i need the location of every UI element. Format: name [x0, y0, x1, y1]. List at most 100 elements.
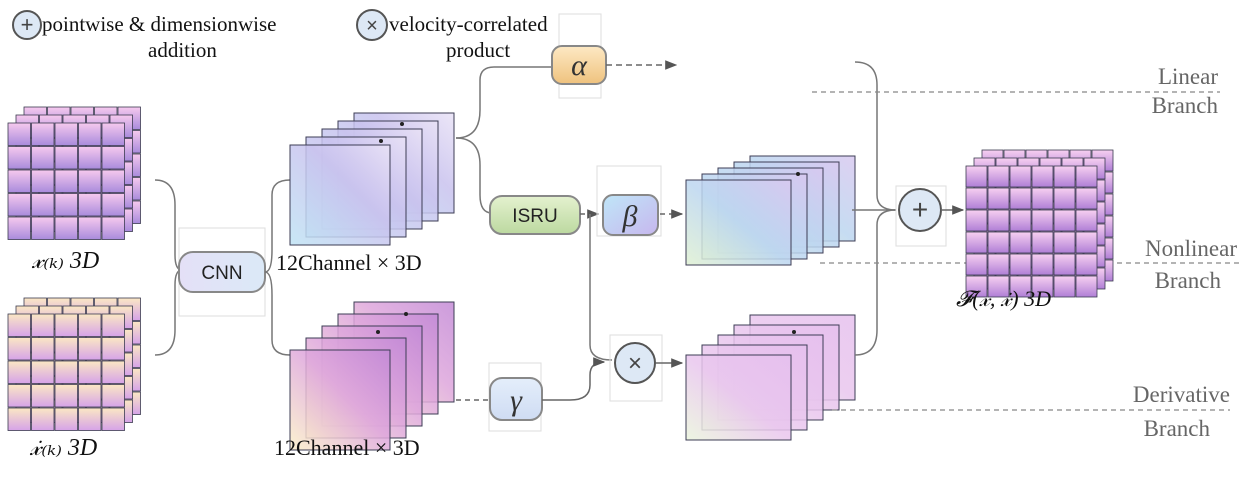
feature-maps-top-marker	[379, 139, 383, 143]
input-x-cell	[101, 193, 125, 217]
input-x-cell	[31, 216, 55, 240]
output-cell	[1075, 231, 1098, 254]
output-cell	[1053, 231, 1076, 254]
input-x-cell	[7, 146, 31, 170]
input-xdot-cell	[54, 337, 78, 361]
output-cell	[1075, 253, 1098, 276]
product-legend-line1: velocity-correlated	[389, 12, 548, 36]
output-cell	[1009, 253, 1032, 276]
input-xdot-cell	[101, 313, 125, 337]
output-cell	[1009, 231, 1032, 254]
add-legend-icon	[12, 10, 42, 40]
output-cell	[1031, 231, 1054, 254]
feature-maps-top-marker	[400, 122, 404, 126]
output-cell	[1031, 209, 1054, 232]
input-xdot-cell	[31, 384, 55, 408]
derivative-branch-label-1: Derivative	[1133, 382, 1230, 407]
product-node-symbol: ×	[628, 350, 642, 377]
output-grid	[965, 149, 1114, 298]
nonlinear-branch-label-1: Nonlinear	[1145, 236, 1237, 261]
output-cell	[1009, 187, 1032, 210]
output-cell	[965, 275, 988, 298]
nonlinear-branch-panel	[685, 179, 792, 266]
input-xdot-cell	[54, 360, 78, 384]
output-cell	[965, 187, 988, 210]
input-x-grid	[7, 106, 141, 240]
beta-label: β	[622, 200, 638, 233]
input-x-cell	[78, 193, 102, 217]
output-cell	[1075, 187, 1098, 210]
connector-cnn-to-top-maps	[264, 179, 291, 273]
output-cell	[1053, 275, 1076, 298]
input-x-cell	[101, 169, 125, 193]
product-node	[614, 342, 656, 384]
linear-branch-label-1: Linear	[1158, 64, 1218, 89]
input-x-cell	[78, 146, 102, 170]
input-xdot-cell	[78, 360, 102, 384]
feature-maps-top-label: 12Channel × 3D	[276, 250, 422, 275]
output-cell	[987, 253, 1010, 276]
linear-to-sum-line	[854, 61, 897, 211]
derivative-branch-label-2: Branch	[1144, 416, 1211, 441]
sum-node-symbol: +	[912, 194, 928, 225]
input-xdot-cell	[78, 407, 102, 431]
output-cell	[1075, 275, 1098, 298]
input-xdot-cell	[31, 313, 55, 337]
input-x-cell	[101, 122, 125, 146]
output-cell	[965, 253, 988, 276]
input-xdot-cell	[101, 407, 125, 431]
input-xdot-cell	[7, 337, 31, 361]
add-legend-symbol: +	[21, 12, 34, 37]
connector-top-to-isru	[455, 137, 493, 214]
product-legend-icon	[356, 9, 388, 41]
feature-maps-bottom-marker	[376, 330, 380, 334]
output-cell	[965, 209, 988, 232]
input-xdot-grid	[7, 297, 141, 431]
output-cell	[1031, 275, 1054, 298]
legend: + pointwise & dimensionwise addition × v…	[12, 9, 548, 62]
cnn-label: CNN	[201, 263, 242, 284]
output-cell	[1031, 253, 1054, 276]
input-x-cell	[7, 193, 31, 217]
input-xdot-cell	[7, 360, 31, 384]
add-legend-line1: pointwise & dimensionwise	[42, 12, 277, 36]
input-xdot-cell	[31, 360, 55, 384]
output-cell	[1053, 253, 1076, 276]
input-x-cell	[54, 193, 78, 217]
output-cell	[1031, 187, 1054, 210]
input-xdot-cell	[101, 384, 125, 408]
connector-xdot-to-cnn	[154, 269, 183, 356]
alpha-label: α	[571, 49, 588, 82]
input-xdot-cell	[7, 384, 31, 408]
input-x-cell	[78, 169, 102, 193]
beta-block	[602, 194, 659, 236]
input-x-cell	[78, 216, 102, 240]
output-cell	[987, 209, 1010, 232]
input-x-cell	[54, 216, 78, 240]
product-frame	[609, 334, 663, 402]
output-cell	[1031, 165, 1054, 188]
connector-top-split	[455, 66, 552, 139]
input-x-cell	[31, 122, 55, 146]
input-x-cell	[7, 169, 31, 193]
input-x-cell	[31, 146, 55, 170]
input-x-cell	[31, 193, 55, 217]
connector-x-to-cnn	[154, 179, 183, 271]
input-xdot-cell	[101, 360, 125, 384]
sum-frame	[895, 185, 947, 247]
connector-cnn-to-bottom-maps	[264, 271, 291, 356]
product-legend-line2: product	[446, 38, 510, 62]
output-label: 𝓕(𝓍, 𝓍̇) 3D	[956, 286, 1051, 311]
output-cell	[1009, 275, 1032, 298]
input-xdot-cell	[54, 384, 78, 408]
feature-maps-top	[289, 112, 455, 246]
input-xdot-cell	[78, 384, 102, 408]
linear-branch-label-2: Branch	[1152, 93, 1219, 118]
nonlinear-branch-maps	[685, 155, 856, 266]
output-cell	[1009, 209, 1032, 232]
input-x-layer	[7, 122, 125, 240]
output-layer	[965, 165, 1098, 298]
isru-label: ISRU	[512, 206, 557, 227]
input-xdot-cell	[31, 407, 55, 431]
